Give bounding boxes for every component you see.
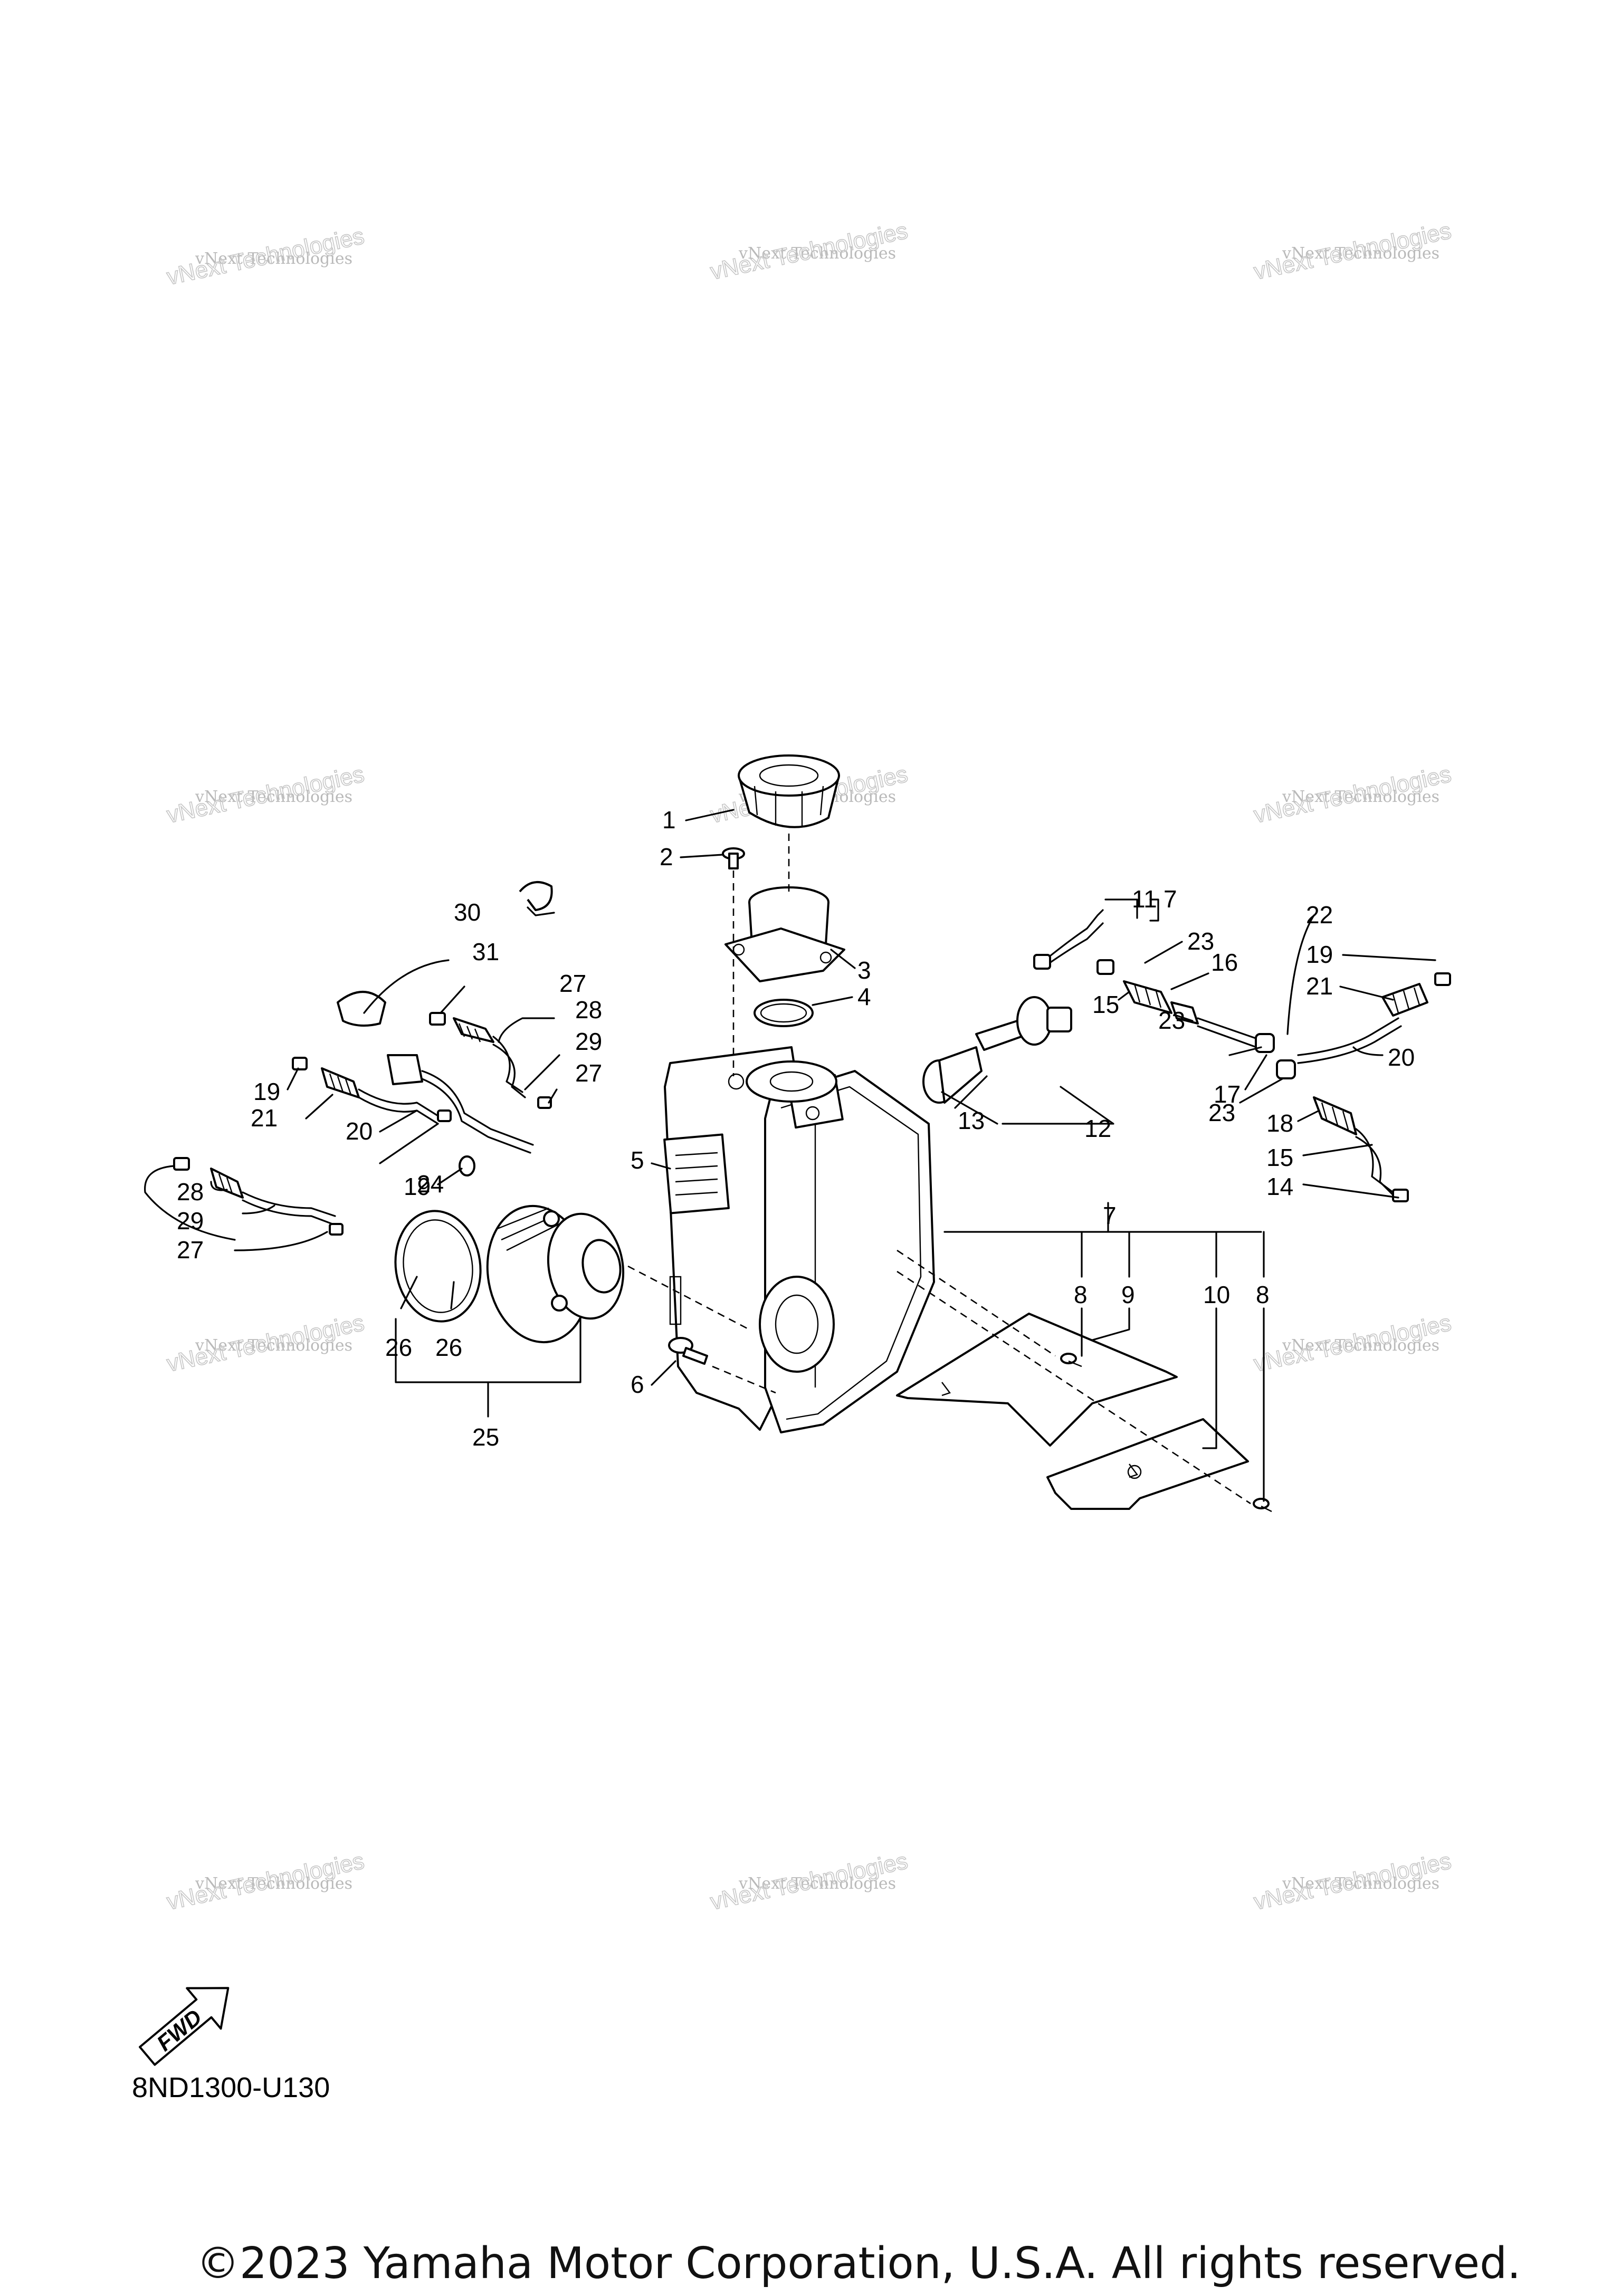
- callout-3: 3: [857, 956, 871, 984]
- connector: [387, 1054, 534, 1154]
- watermark: vNext Technologies vNext Technologies: [164, 1309, 367, 1377]
- parts-artwork: [173, 754, 1451, 1513]
- svg-text:vNext Technologies: vNext Technologies: [1282, 1874, 1439, 1893]
- svg-text:vNext Technologies: vNext Technologies: [1282, 244, 1439, 263]
- watermark: vNext Technologies vNext Technologies: [708, 1848, 910, 1916]
- callout-29-upper: 29: [575, 1028, 602, 1055]
- oil-cap: [738, 754, 840, 828]
- callout-7-upper: 7: [1164, 885, 1177, 913]
- callout-28-lower: 28: [177, 1178, 204, 1206]
- hose-assembly: [292, 1057, 452, 1125]
- svg-text:vNext Technologies: vNext Technologies: [738, 1874, 896, 1893]
- elbow-hose: [1033, 909, 1114, 975]
- callout-27-upper: 27: [559, 970, 586, 997]
- callout-14: 14: [1266, 1173, 1293, 1200]
- callout-23-a: 23: [1187, 927, 1214, 955]
- check-valve: [922, 996, 1072, 1104]
- bolt: [459, 1155, 475, 1176]
- watermark: vNext Technologies vNext Technologies: [164, 761, 367, 829]
- watermark: vNext Technologies vNext Technologies: [708, 217, 910, 285]
- svg-text:vNext Technologies: vNext Technologies: [195, 1874, 352, 1893]
- hose-clamp: [519, 881, 553, 911]
- callout-29-lower: 29: [177, 1207, 204, 1235]
- screw: [1060, 1353, 1082, 1367]
- callout-19-mid: 19: [404, 1173, 431, 1200]
- screw: [1253, 1498, 1272, 1513]
- watermark: vNext Technologies vNext Technologies: [164, 223, 367, 291]
- callout-10: 10: [1203, 1281, 1230, 1308]
- callout-7-lower: 7: [1103, 1202, 1117, 1229]
- callout-26-a: 26: [385, 1334, 412, 1361]
- callout-26-b: 26: [435, 1334, 462, 1361]
- callout-22: 22: [1306, 901, 1333, 929]
- watermark: vNext Technologies vNext Technologies: [164, 1848, 367, 1916]
- callout-1: 1: [662, 806, 676, 834]
- callout-8-right: 8: [1256, 1281, 1270, 1308]
- callout-17: 17: [1214, 1080, 1241, 1108]
- callout-21-left: 21: [251, 1104, 278, 1132]
- callout-19-left: 19: [253, 1078, 280, 1105]
- bolt: [668, 1337, 708, 1365]
- callout-16: 16: [1211, 949, 1238, 976]
- callout-2: 2: [660, 843, 673, 870]
- leader-lines: [144, 809, 1436, 1502]
- callout-15-lower: 15: [1266, 1144, 1293, 1171]
- callout-13: 13: [958, 1107, 985, 1134]
- callout-25: 25: [472, 1423, 499, 1451]
- part-code: 8ND1300-U130: [132, 2072, 330, 2103]
- callout-6: 6: [631, 1371, 644, 1398]
- callouts: 1 2 3 4 5 6 7 7 8 8 9 10 11 12 13 14 15 …: [177, 806, 1415, 1451]
- hose-assembly: [173, 1157, 344, 1236]
- svg-text:vNext Technologies: vNext Technologies: [195, 788, 352, 806]
- callout-28-upper: 28: [575, 996, 602, 1023]
- callout-11: 11: [1132, 885, 1157, 913]
- callout-27-lower: 27: [177, 1236, 204, 1264]
- hose-assembly: [1313, 1096, 1409, 1202]
- watermark: vNext Technologies vNext Technologies: [1251, 217, 1454, 285]
- svg-text:vNext Technologies: vNext Technologies: [1282, 788, 1439, 806]
- callout-24: 24: [417, 1170, 444, 1198]
- callout-15-upper: 15: [1092, 991, 1119, 1018]
- copyright-notice: ©2023 Yamaha Motor Corporation, U.S.A. A…: [196, 2238, 1521, 2289]
- watermark: vNext Technologies vNext Technologies: [1251, 761, 1454, 829]
- bracket-plate: [896, 1313, 1249, 1510]
- svg-text:vNext Technologies: vNext Technologies: [195, 250, 352, 268]
- fwd-arrow-icon: FWD: [139, 1987, 230, 2066]
- callout-30: 30: [454, 898, 481, 926]
- callout-8-left: 8: [1074, 1281, 1088, 1308]
- callout-12: 12: [1084, 1115, 1111, 1142]
- filler-neck: [724, 886, 845, 982]
- callout-5: 5: [631, 1146, 644, 1174]
- callout-18: 18: [1266, 1109, 1293, 1137]
- svg-text:vNext Technologies: vNext Technologies: [1282, 1336, 1439, 1355]
- callout-20-right: 20: [1388, 1044, 1415, 1071]
- clip: [337, 991, 386, 1027]
- callout-20-left: 20: [346, 1117, 373, 1145]
- callout-9: 9: [1121, 1281, 1135, 1308]
- screw: [722, 847, 745, 869]
- callout-27-mid: 27: [575, 1059, 602, 1087]
- callout-4: 4: [857, 983, 871, 1010]
- callout-31: 31: [472, 938, 499, 965]
- callout-21-right: 21: [1306, 972, 1333, 1000]
- watermark: vNext Technologies vNext Technologies: [1251, 1309, 1454, 1377]
- callout-23-c: 23: [1208, 1099, 1235, 1126]
- callout-23-b: 23: [1158, 1007, 1185, 1034]
- hose-assembly: [1297, 972, 1451, 1064]
- svg-text:vNext Technologies: vNext Technologies: [195, 1336, 352, 1355]
- svg-text:vNext Technologies: vNext Technologies: [738, 244, 896, 263]
- watermark: vNext Technologies vNext Technologies: [1251, 1848, 1454, 1916]
- callout-19-right: 19: [1306, 941, 1333, 968]
- oil-tank: [663, 1046, 935, 1433]
- oil-pump: [486, 1204, 625, 1344]
- hose-assembly: [1123, 980, 1296, 1079]
- hose-assembly: [429, 1012, 552, 1109]
- gasket: [394, 1210, 482, 1323]
